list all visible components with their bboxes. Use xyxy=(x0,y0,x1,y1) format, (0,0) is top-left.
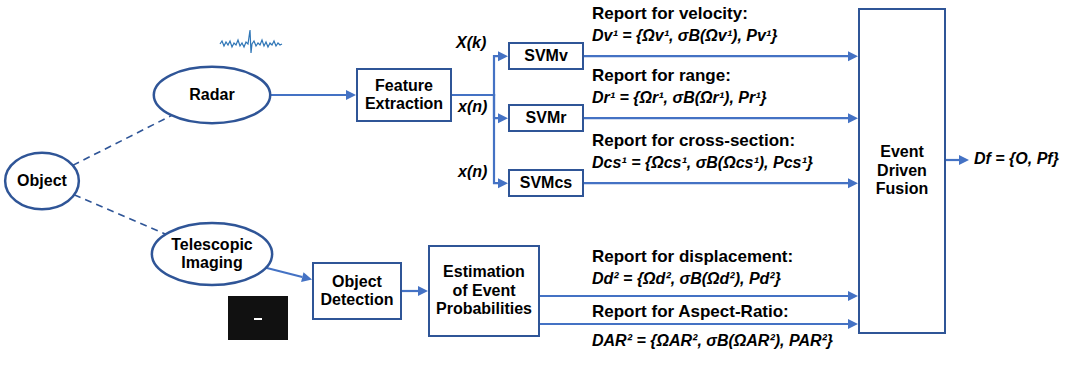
node-text: Estimation of Event Probabilities xyxy=(435,263,533,318)
connector-line xyxy=(266,268,302,277)
connector-line xyxy=(540,295,848,297)
sensor-ellipse: Telescopic Imaging xyxy=(150,221,274,287)
process-box: Estimation of Event Probabilities xyxy=(428,245,540,337)
connector xyxy=(270,90,356,100)
object-ellipse: Object xyxy=(4,151,80,211)
arrowhead xyxy=(848,319,858,329)
connector-line xyxy=(584,117,848,119)
sensor-ellipse: Radar xyxy=(152,65,272,125)
node-text: SVMr xyxy=(526,109,567,127)
classifier-box: SVMcs xyxy=(508,169,584,197)
connector-line xyxy=(74,195,166,234)
arrowhead xyxy=(848,113,858,123)
report-formula: Dr¹ = {Ωr¹, σB(Ωr¹), Pr¹} xyxy=(592,89,767,107)
fusion-output: Df = {O, Pf} xyxy=(974,150,1059,168)
signal-label: x(n) xyxy=(458,98,487,116)
connector xyxy=(266,268,312,282)
arrowhead xyxy=(848,51,858,61)
signal-label: x(n) xyxy=(458,163,487,181)
connector-line xyxy=(452,56,498,95)
report-title: Report for cross-section: xyxy=(592,131,795,151)
connector-line xyxy=(584,55,848,57)
report-formula: Dd² = {Ωd², σB(Ωd²), Pd²} xyxy=(592,270,781,288)
connector xyxy=(540,291,858,301)
arrowhead xyxy=(498,178,508,188)
connector-line xyxy=(270,94,346,96)
report-formula: Dv¹ = {Ωv¹, σB(Ωv¹), Pv¹} xyxy=(592,27,777,45)
ellipse-outline xyxy=(154,67,270,123)
telescope-image xyxy=(228,296,288,340)
connector xyxy=(584,178,858,188)
arrowhead xyxy=(848,291,858,301)
connector xyxy=(452,95,508,188)
node-text: Object Detection xyxy=(319,273,395,310)
output-arrowhead xyxy=(959,155,969,165)
connector-line xyxy=(584,182,848,184)
arrowhead xyxy=(498,113,508,123)
process-box: Feature Extraction xyxy=(356,68,452,122)
report-title: Report for displacement: xyxy=(592,247,793,267)
connector xyxy=(452,51,508,95)
connector-line xyxy=(402,290,418,292)
ellipse-outline xyxy=(5,153,79,209)
connector-line xyxy=(452,95,498,183)
signal-label: X(k) xyxy=(456,34,486,52)
report-title: Report for Aspect-Ratio: xyxy=(592,302,789,322)
node-text: Feature Extraction xyxy=(363,77,445,114)
ellipse-outline xyxy=(152,223,272,285)
connector xyxy=(584,113,858,123)
classifier-box: SVMr xyxy=(508,104,584,132)
radar-signal xyxy=(220,30,282,53)
arrowhead xyxy=(848,178,858,188)
node-text: SVMv xyxy=(524,47,568,65)
output-line xyxy=(946,159,960,161)
process-box: Object Detection xyxy=(312,262,402,320)
classifier-box: SVMv xyxy=(508,42,584,70)
connector xyxy=(452,95,508,123)
connector-line xyxy=(452,95,498,118)
connector-line xyxy=(540,323,848,325)
fusion-box: Event Driven Fusion xyxy=(858,8,946,334)
node-text: SVMcs xyxy=(520,174,572,192)
arrowhead xyxy=(346,90,356,100)
object-streak xyxy=(254,318,262,320)
node-text: Telescopic Imaging xyxy=(164,236,260,273)
node-text: Object xyxy=(17,172,67,190)
node-text: Event Driven Fusion xyxy=(865,143,939,198)
arrowhead xyxy=(498,51,508,61)
connector xyxy=(73,115,172,165)
report-formula: Dcs¹ = {Ωcs¹, σB(Ωcs¹), Pcs¹} xyxy=(592,154,813,172)
connector-line xyxy=(73,115,172,165)
arrowhead xyxy=(418,286,428,296)
node-text: Radar xyxy=(189,86,234,104)
arrowhead xyxy=(301,272,312,282)
connector xyxy=(74,195,166,234)
report-title: Report for range: xyxy=(592,66,731,86)
connector xyxy=(402,286,428,296)
connector xyxy=(584,51,858,61)
report-title: Report for velocity: xyxy=(592,4,748,24)
report-formula: DAR² = {ΩAR², σB(ΩAR²), PAR²} xyxy=(592,332,833,350)
